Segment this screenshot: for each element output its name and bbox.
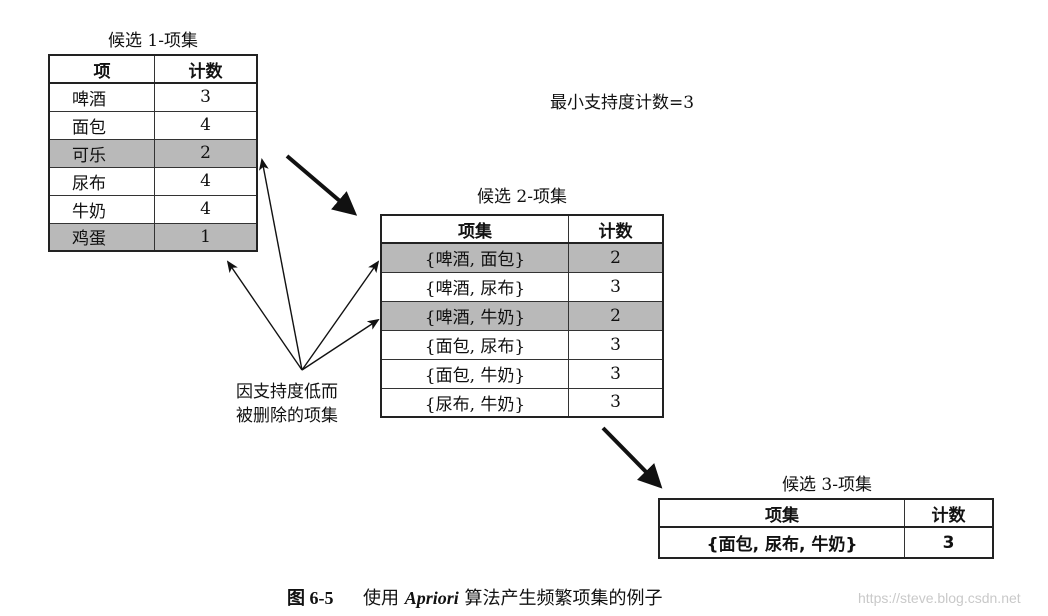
c1-header-count: 计数 bbox=[154, 54, 258, 84]
figure-caption: 图 6-5 使用 Apriori 算法产生频繁项集的例子 bbox=[287, 584, 662, 610]
c2-row-item: {啤酒, 牛奶} bbox=[380, 300, 569, 331]
pruned-arrow-to-beer-bread bbox=[301, 260, 380, 371]
c2-row-count: 3 bbox=[568, 387, 664, 418]
c1-title: 候选 1-项集 bbox=[108, 31, 198, 51]
flow-arrow-c1-to-c2 bbox=[285, 154, 358, 216]
c2-header-itemset: 项集 bbox=[380, 214, 569, 244]
c3-header-itemset: 项集 bbox=[658, 498, 905, 528]
c2-row-item: {尿布, 牛奶} bbox=[380, 387, 569, 418]
c3-body: {面包, 尿布, 牛奶}3 bbox=[658, 526, 994, 559]
c1-header-item: 项 bbox=[48, 54, 155, 84]
figure-caption-prefix: 使用 bbox=[362, 588, 399, 609]
c3-row-count: 3 bbox=[904, 526, 994, 559]
figure-caption-suffix: 算法产生频繁项集的例子 bbox=[464, 588, 663, 609]
min-support-label: 最小支持度计数=3 bbox=[550, 93, 695, 113]
c2-row: {啤酒, 牛奶}2 bbox=[380, 300, 664, 331]
c1-row-count: 4 bbox=[154, 166, 258, 196]
c2-row: {啤酒, 尿布}3 bbox=[380, 271, 664, 302]
watermark: https://steve.blog.csdn.net bbox=[858, 590, 1021, 606]
c3-header-count: 计数 bbox=[904, 498, 994, 528]
c1-row-count: 4 bbox=[154, 194, 258, 224]
pruned-note: 因支持度低而 被删除的项集 bbox=[236, 380, 338, 428]
c2-row: {尿布, 牛奶}3 bbox=[380, 387, 664, 418]
c2-header-count: 计数 bbox=[568, 214, 664, 244]
c1-row-item: 啤酒 bbox=[48, 82, 155, 112]
c1-row-item: 尿布 bbox=[48, 166, 155, 196]
c2-row: {啤酒, 面包}2 bbox=[380, 242, 664, 273]
c1-row-item: 可乐 bbox=[48, 138, 155, 168]
c2-body: {啤酒, 面包}2{啤酒, 尿布}3{啤酒, 牛奶}2{面包, 尿布}3{面包,… bbox=[380, 242, 664, 418]
c2-row-item: {啤酒, 尿布} bbox=[380, 271, 569, 302]
c1-row-count: 3 bbox=[154, 82, 258, 112]
pruned-arrow-to-egg bbox=[226, 260, 303, 371]
figure-number: 图 6-5 bbox=[287, 588, 334, 608]
c2-title: 候选 2-项集 bbox=[477, 187, 567, 207]
c1-row-count: 1 bbox=[154, 222, 258, 252]
c3-row-item: {面包, 尿布, 牛奶} bbox=[658, 526, 905, 559]
c1-row-item: 鸡蛋 bbox=[48, 222, 155, 252]
c1-row-count: 4 bbox=[154, 110, 258, 140]
figure-caption-algo: Apriori bbox=[404, 588, 459, 608]
c2-row-item: {啤酒, 面包} bbox=[380, 242, 569, 273]
c2-row-count: 2 bbox=[568, 242, 664, 273]
c3-row: {面包, 尿布, 牛奶}3 bbox=[658, 526, 994, 559]
c2-row: {面包, 尿布}3 bbox=[380, 329, 664, 360]
c3-table: 项集 计数 {面包, 尿布, 牛奶}3 bbox=[658, 498, 994, 559]
c1-row-item: 牛奶 bbox=[48, 194, 155, 224]
pruned-arrow-to-cola bbox=[258, 158, 303, 371]
pruned-arrow-to-beer-milk bbox=[301, 318, 380, 371]
c2-row-count: 2 bbox=[568, 300, 664, 331]
c3-title: 候选 3-项集 bbox=[782, 475, 872, 495]
c2-row-item: {面包, 尿布} bbox=[380, 329, 569, 360]
pruned-note-line-2: 被删除的项集 bbox=[236, 406, 338, 426]
pruned-note-line-1: 因支持度低而 bbox=[236, 382, 338, 402]
flow-arrow-c2-to-c3 bbox=[601, 426, 663, 489]
c2-table: 项集 计数 {啤酒, 面包}2{啤酒, 尿布}3{啤酒, 牛奶}2{面包, 尿布… bbox=[380, 214, 664, 418]
